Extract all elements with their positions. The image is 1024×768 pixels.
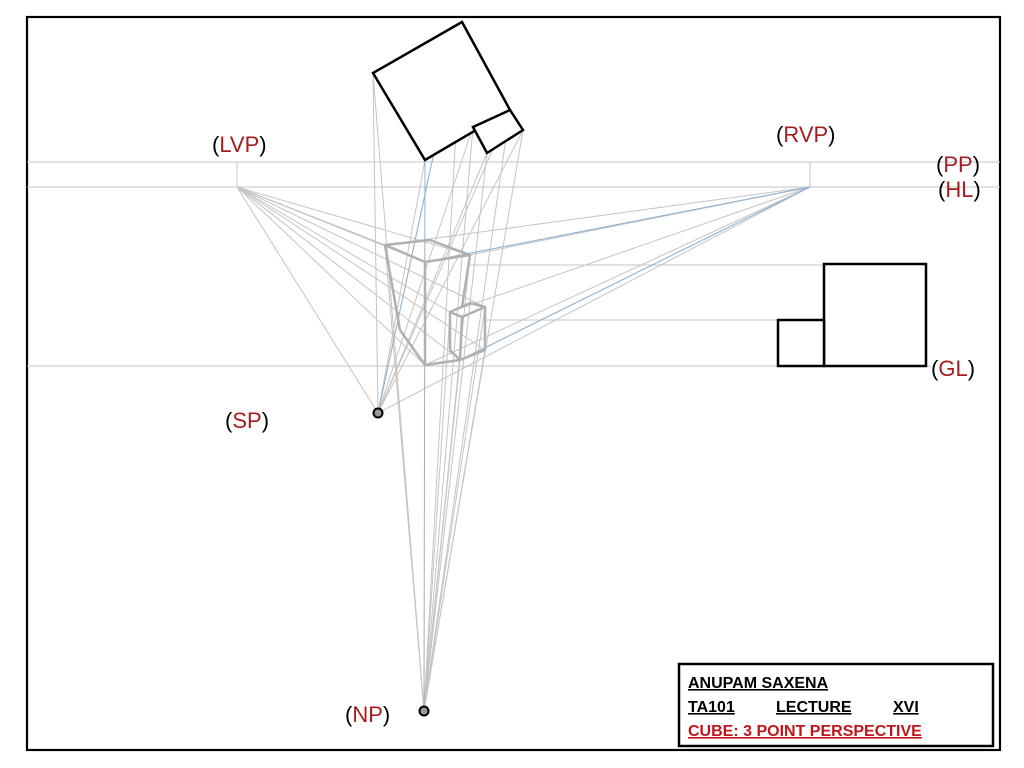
top-view: [371, 20, 525, 162]
title-block-course: TA101: [688, 699, 735, 716]
title-block-author: ANUPAM SAXENA: [688, 675, 829, 692]
hl-label: (HL): [938, 177, 981, 202]
rvp-label: (RVP): [776, 122, 836, 147]
title-block-lecture-no: XVI: [893, 699, 919, 716]
elevation-large-cube: [822, 262, 928, 368]
side-elevation: [776, 262, 928, 368]
sp-label: (SP): [225, 408, 269, 433]
station-point: [372, 407, 384, 419]
pp-label: (PP): [936, 152, 980, 177]
np-label: (NP): [345, 702, 390, 727]
top-view-small-cube: [471, 108, 525, 155]
title-block-frame: [677, 662, 995, 748]
perspective-cube: [383, 238, 487, 367]
elevation-small-cube: [776, 318, 826, 368]
title-block-subject: CUBE: 3 POINT PERSPECTIVE: [688, 723, 922, 740]
nadir-point: [418, 705, 430, 717]
title-block-lecture: LECTURE: [776, 699, 852, 716]
title-block: ANUPAM SAXENA TA101 LECTURE XVI CUBE: 3 …: [677, 662, 995, 748]
gl-label: (GL): [931, 356, 975, 381]
lvp-label: (LVP): [212, 132, 267, 157]
drawing-border: [25, 15, 1002, 752]
